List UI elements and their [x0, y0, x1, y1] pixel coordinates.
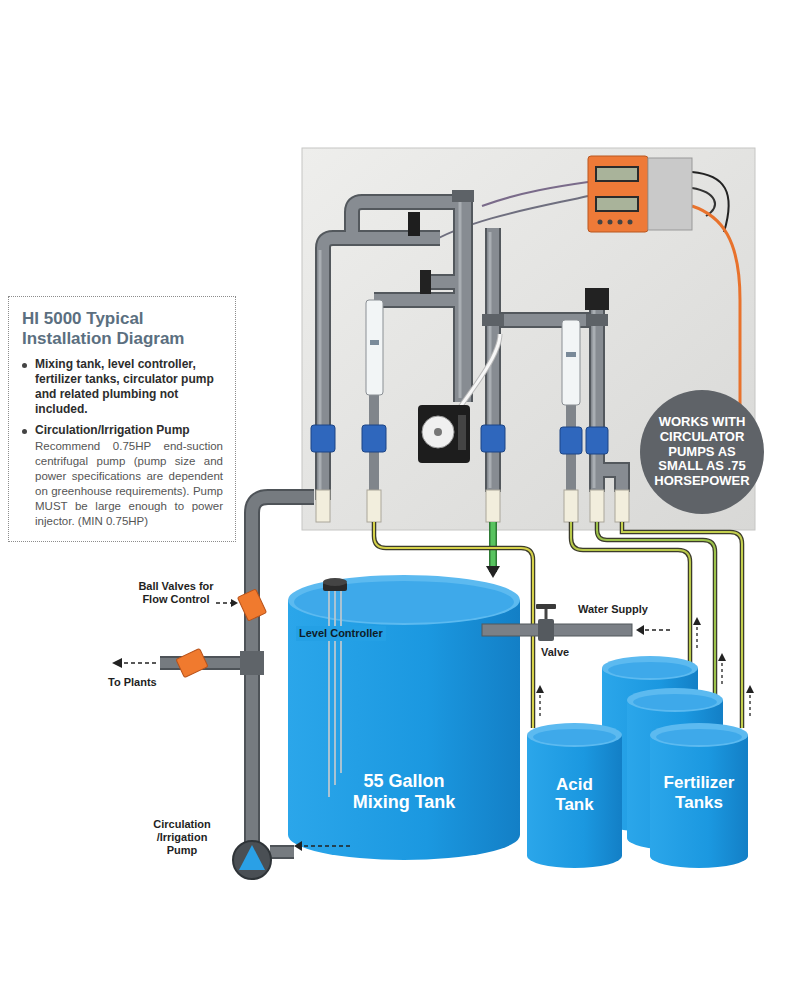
- callout-text: WORKS WITH CIRCULATOR PUMPS AS SMALL AS …: [651, 415, 753, 490]
- callout-label: Valve: [541, 646, 569, 659]
- callout-circle: WORKS WITH CIRCULATOR PUMPS AS SMALL AS …: [640, 390, 764, 514]
- callout-label: Water Supply: [578, 603, 648, 616]
- mixing-tank: 55 Gallon Mixing Tank: [288, 575, 520, 860]
- label-holder: To Plants: [108, 676, 157, 689]
- dosing-pump: [418, 334, 500, 463]
- panel-plumbing: [320, 196, 622, 500]
- label-holder: Water Supply: [578, 603, 648, 616]
- label-holder: Valve: [541, 646, 569, 659]
- tee-fitting: [240, 651, 264, 675]
- bullet-row: Circulation/Irrigation Pump: [22, 423, 223, 438]
- callout-label: Level Controller: [296, 626, 386, 641]
- leader-arrows: [112, 599, 238, 668]
- callout-label: Circulation /Irrigation Pump: [144, 818, 220, 858]
- tank-label: Acid Tank: [543, 775, 607, 814]
- injector-panel: [302, 148, 755, 530]
- info-box: HI 5000 Typical Installation DiagramMixi…: [8, 296, 236, 542]
- bullet-text: Circulation/Irrigation Pump: [35, 423, 223, 438]
- callout-label: To Plants: [108, 676, 157, 689]
- panel-fittings: [366, 190, 609, 405]
- water-supply-pipe: [482, 604, 670, 641]
- label-holder: Circulation /Irrigation Pump: [144, 818, 220, 858]
- bullet-text: Mixing tank, level controller, fertilize…: [35, 357, 223, 417]
- level-controller: [323, 578, 347, 797]
- fertilizer-tank: Fertilizer Tanks: [650, 723, 748, 868]
- bullet-dot: [22, 429, 27, 434]
- box-title: HI 5000 Typical Installation Diagram: [22, 309, 223, 348]
- white-fittings: [316, 490, 629, 522]
- tank-shape: [288, 575, 520, 860]
- tank-label: 55 Gallon Mixing Tank: [346, 771, 462, 812]
- tank-label: Fertilizer Tanks: [657, 773, 741, 812]
- label-holder: Ball Valves for Flow Control: [138, 580, 214, 606]
- acid-tank: Acid Tank: [527, 723, 622, 868]
- circulation-pump: [233, 841, 271, 879]
- return-arrow: [294, 841, 350, 851]
- bullet-row: Mixing tank, level controller, fertilize…: [22, 357, 223, 417]
- note-body: Recommend 0.75HP end-suction centrifugal…: [35, 439, 223, 529]
- callout-label: Ball Valves for Flow Control: [138, 580, 214, 606]
- label-holder: Level Controller: [296, 623, 386, 641]
- bullet-dot: [22, 363, 27, 368]
